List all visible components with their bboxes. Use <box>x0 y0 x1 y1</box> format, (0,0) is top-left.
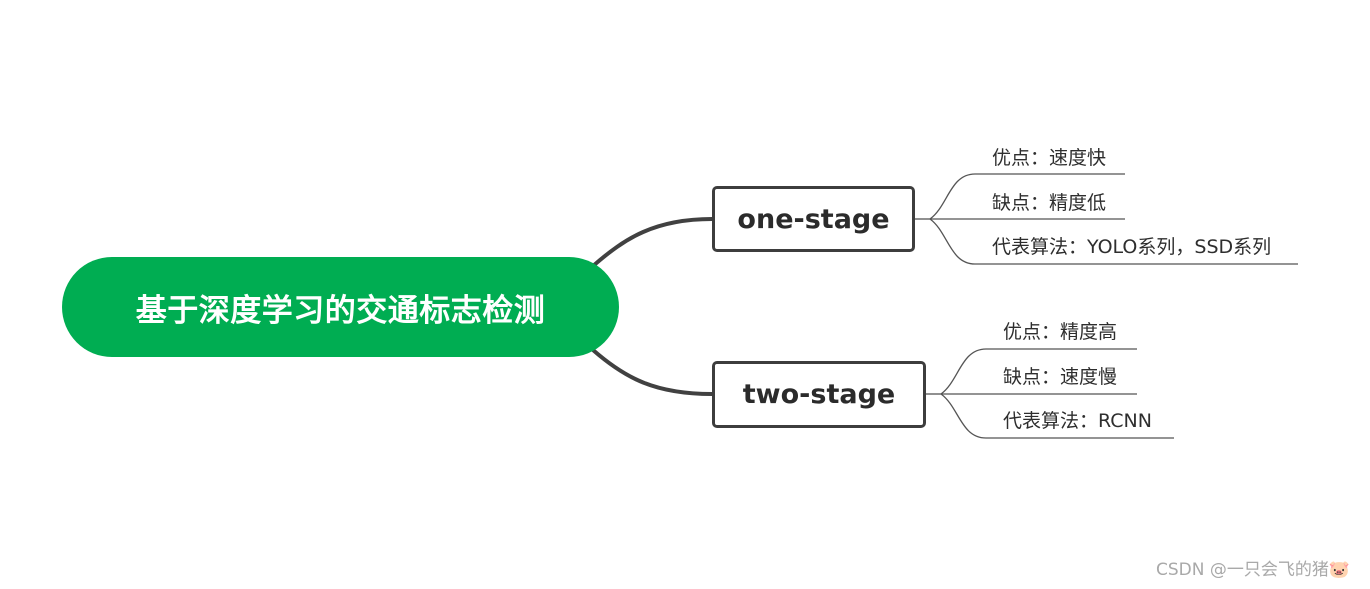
root-to-one-stage-connector <box>591 217 713 268</box>
root-topic[interactable]: 基于深度学习的交通标志检测 <box>62 257 619 357</box>
one-stage-leaf-advantage[interactable]: 优点：速度快 <box>992 147 1107 169</box>
one-stage-leaf-disadvantage[interactable]: 缺点：精度低 <box>992 192 1107 214</box>
two-stage-leaf-3-line <box>940 393 1174 439</box>
watermark-text: CSDN @一只会飞的猪🐷 <box>1156 560 1351 580</box>
one-stage-leaf-1-line <box>929 173 1125 220</box>
one-stage-leaf-algorithms[interactable]: 代表算法：YOLO系列，SSD系列 <box>992 236 1272 258</box>
two-stage-leaf-1-line <box>940 348 1137 395</box>
branch-two-stage-label: two-stage <box>742 379 896 410</box>
root-topic-label: 基于深度学习的交通标志检测 <box>135 292 546 329</box>
two-stage-leaf-disadvantage[interactable]: 缺点：速度慢 <box>1003 366 1118 388</box>
root-to-two-stage-connector <box>591 348 713 396</box>
branch-two-stage[interactable]: two-stage <box>712 361 926 428</box>
one-stage-leaf-3-line <box>929 218 1298 265</box>
two-stage-leaf-algorithms[interactable]: 代表算法：RCNN <box>1003 410 1152 432</box>
branch-one-stage[interactable]: one-stage <box>712 186 915 252</box>
branch-one-stage-label: one-stage <box>737 203 890 235</box>
two-stage-leaf-advantage[interactable]: 优点：精度高 <box>1003 321 1118 343</box>
